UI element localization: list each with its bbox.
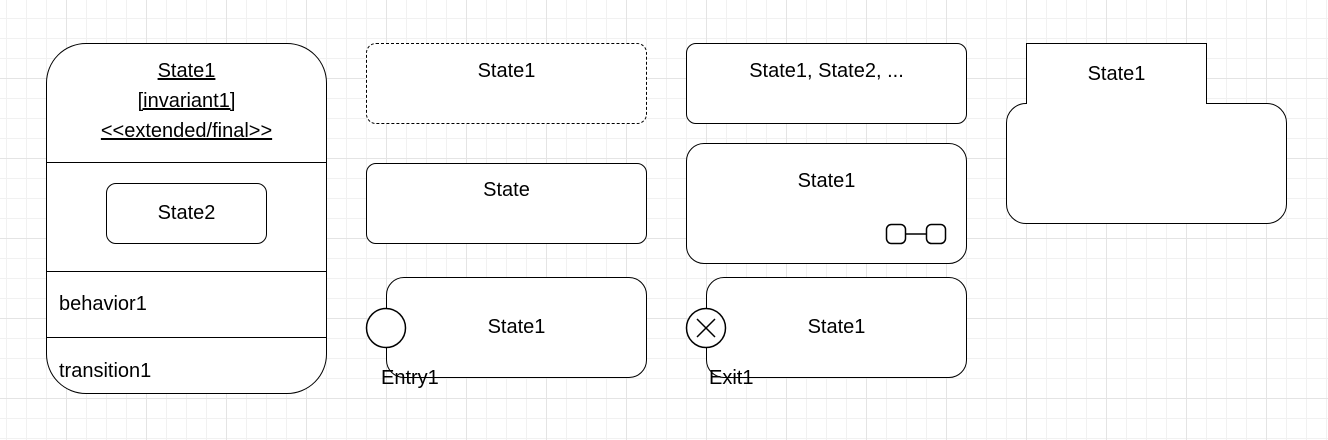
simple-state-label: State (483, 179, 530, 201)
composite-state-stereotype: <<extended/final>> (100, 120, 273, 142)
submachine-state-label: State1 (797, 169, 856, 192)
dashed-state-label: State1 (477, 59, 536, 82)
composite-state-header: State1 [invariant1] <<extended/final>> (47, 56, 326, 146)
exit-point-icon[interactable] (684, 306, 728, 350)
dashed-state[interactable]: State1 (366, 43, 647, 124)
composite-state[interactable]: State1 [invariant1] <<extended/final>> S… (46, 43, 327, 394)
composite-state-divider (47, 337, 326, 338)
simple-state[interactable]: State (366, 163, 647, 244)
behavior-compartment: behavior1 (59, 293, 147, 315)
tab-state-label: State1 (1087, 62, 1146, 85)
entry-state[interactable]: State1 (386, 277, 647, 378)
substate-box[interactable]: State2 (106, 183, 267, 244)
exit-point-label: Exit1 (709, 367, 754, 389)
multi-state[interactable]: State1, State2, ... (686, 43, 967, 124)
submachine-icon (885, 223, 947, 245)
substate-label: State2 (157, 202, 216, 224)
composite-state-invariant: [invariant1] (137, 90, 236, 112)
multi-state-label: State1, State2, ... (749, 59, 904, 82)
exit-state[interactable]: State1 (706, 277, 967, 378)
tab-state-body[interactable] (1006, 103, 1287, 224)
entry-point-icon[interactable] (364, 306, 408, 350)
tab-state-tab[interactable]: State1 (1026, 43, 1207, 104)
transition-compartment: transition1 (59, 360, 152, 382)
composite-state-divider (47, 162, 326, 163)
composite-state-name: State1 (157, 60, 216, 82)
exit-state-label: State1 (807, 316, 866, 338)
entry-state-label: State1 (487, 316, 546, 338)
submachine-state[interactable]: State1 (686, 143, 967, 264)
entry-point-label: Entry1 (381, 367, 439, 389)
composite-state-divider (47, 271, 326, 272)
